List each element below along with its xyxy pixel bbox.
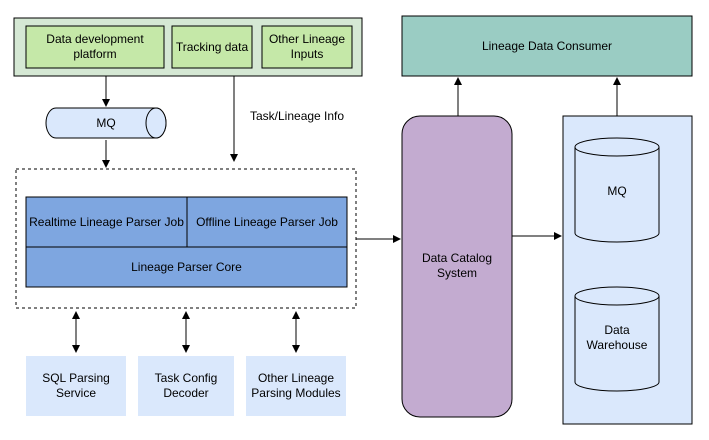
consumer-box[interactable] <box>401 15 693 77</box>
data-dev-platform-box[interactable] <box>25 25 165 69</box>
catalog-box[interactable] <box>401 115 513 418</box>
tracking-data-label: Tracking data <box>175 39 249 54</box>
other-lineage-inputs-box[interactable] <box>261 25 353 69</box>
data-dev-platform-label: Data development platform <box>46 32 144 61</box>
sql-parsing-label: SQL Parsing Service <box>42 371 110 400</box>
other-parsing-label: Other Lineage Parsing Modules <box>251 371 341 400</box>
warehouse-label: Data Warehouse <box>586 323 648 352</box>
catalog-label: Data Catalog System <box>421 251 493 280</box>
parser-core-box[interactable] <box>25 246 348 288</box>
task-lineage-info-label: Task/Lineage Info <box>250 109 345 123</box>
realtime-job-box[interactable] <box>25 196 188 248</box>
task-config-box[interactable] <box>138 356 234 416</box>
mq-cylinder-label: MQ <box>607 183 627 198</box>
task-config-label: Task Config Decoder <box>154 371 218 400</box>
other-lineage-inputs-label: Other Lineage Inputs <box>268 32 346 61</box>
consumer-label: Lineage Data Consumer <box>481 38 613 53</box>
tracking-data-box[interactable] <box>171 25 253 69</box>
realtime-job-label: Realtime Lineage Parser Job <box>29 214 184 229</box>
offline-job-box[interactable] <box>186 196 348 248</box>
sql-parsing-box[interactable] <box>26 356 126 416</box>
other-parsing-box[interactable] <box>246 356 346 416</box>
warehouse-cylinder[interactable] <box>574 286 660 392</box>
mq-pipe[interactable] <box>45 107 167 139</box>
mq-pipe-label: MQ <box>96 115 116 130</box>
offline-job-label: Offline Lineage Parser Job <box>196 214 338 229</box>
mq-cylinder[interactable] <box>574 137 660 243</box>
parser-core-label: Lineage Parser Core <box>131 259 242 274</box>
